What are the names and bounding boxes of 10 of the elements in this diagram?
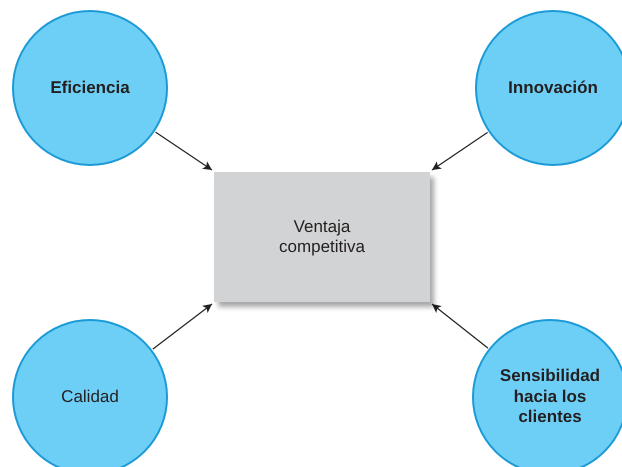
arrow	[432, 132, 488, 170]
arrow	[152, 304, 212, 350]
node-label: Innovación	[508, 78, 598, 98]
node-label: Eficiencia	[50, 78, 130, 98]
arrow	[432, 304, 488, 349]
arrow	[155, 132, 212, 170]
process-box	[214, 172, 430, 302]
node-label: Sensibilidad hacia los clientes	[498, 366, 602, 428]
node-label: Calidad	[61, 386, 119, 408]
node-label: Ventaja competitiva	[278, 216, 366, 258]
